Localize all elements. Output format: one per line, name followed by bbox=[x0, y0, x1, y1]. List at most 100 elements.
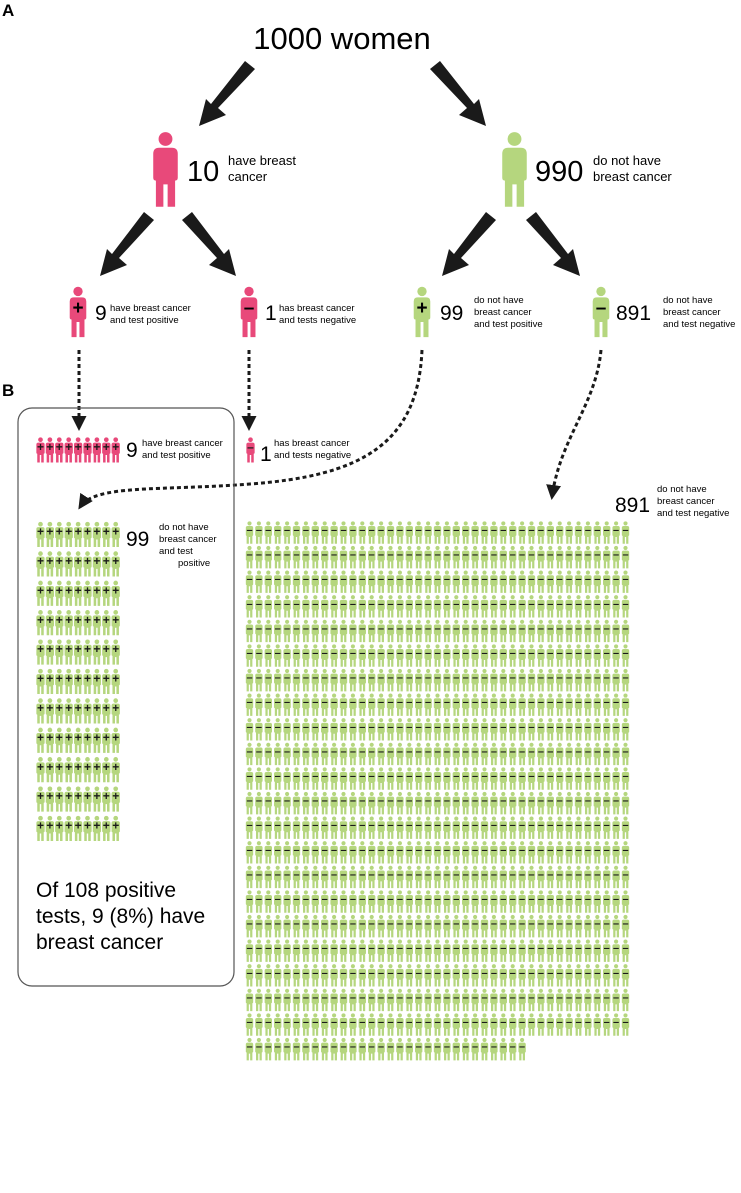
minus-sign: – bbox=[613, 721, 619, 733]
minus-sign: – bbox=[491, 820, 497, 832]
plus-sign: + bbox=[103, 440, 110, 454]
minus-sign: – bbox=[284, 918, 290, 930]
minus-sign: – bbox=[444, 647, 450, 659]
dotted-arrow-no-cancer-positive bbox=[78, 349, 424, 510]
minus-sign: – bbox=[322, 770, 328, 782]
minus-sign: – bbox=[284, 549, 290, 561]
plus-sign: + bbox=[93, 440, 100, 454]
minus-sign: – bbox=[425, 967, 431, 979]
minus-sign: – bbox=[519, 524, 525, 536]
minus-sign: – bbox=[547, 1016, 553, 1028]
minus-sign: – bbox=[275, 672, 281, 684]
minus-sign: – bbox=[246, 598, 252, 610]
minus-sign: – bbox=[510, 524, 516, 536]
plus-sign: + bbox=[103, 701, 110, 715]
minus-sign: – bbox=[397, 992, 403, 1004]
minus-sign: – bbox=[444, 598, 450, 610]
minus-sign: – bbox=[481, 869, 487, 881]
minus-sign: – bbox=[340, 795, 346, 807]
minus-sign: – bbox=[369, 746, 375, 758]
minus-sign: – bbox=[434, 746, 440, 758]
minus-sign: – bbox=[491, 524, 497, 536]
minus-sign: – bbox=[406, 598, 412, 610]
minus-sign: – bbox=[378, 943, 384, 955]
plus-sign: + bbox=[112, 440, 119, 454]
minus-sign: – bbox=[463, 721, 469, 733]
plus-sign: + bbox=[56, 672, 63, 686]
minus-sign: – bbox=[613, 746, 619, 758]
minus-sign: – bbox=[622, 746, 628, 758]
minus-sign: – bbox=[547, 598, 553, 610]
minus-sign: – bbox=[275, 697, 281, 709]
minus-sign: – bbox=[510, 721, 516, 733]
minus-sign: – bbox=[453, 721, 459, 733]
minus-sign: – bbox=[510, 623, 516, 635]
plus-sign: + bbox=[75, 440, 82, 454]
minus-sign: – bbox=[275, 549, 281, 561]
minus-sign: – bbox=[275, 574, 281, 586]
minus-sign: – bbox=[557, 574, 563, 586]
minus-sign: – bbox=[434, 598, 440, 610]
plus-sign: + bbox=[75, 554, 82, 568]
minus-sign: – bbox=[453, 992, 459, 1004]
minus-sign: – bbox=[613, 647, 619, 659]
plus-sign: + bbox=[103, 525, 110, 539]
plus-sign: + bbox=[65, 701, 72, 715]
minus-sign: – bbox=[340, 943, 346, 955]
minus-sign: – bbox=[256, 524, 262, 536]
minus-sign: – bbox=[303, 549, 309, 561]
minus-sign: – bbox=[350, 893, 356, 905]
minus-sign: – bbox=[416, 918, 422, 930]
plus-sign: + bbox=[37, 554, 44, 568]
minus-sign: – bbox=[275, 820, 281, 832]
minus-sign: – bbox=[510, 647, 516, 659]
minus-sign: – bbox=[547, 869, 553, 881]
minus-sign: – bbox=[425, 1041, 431, 1053]
plus-sign: + bbox=[46, 672, 53, 686]
minus-sign: – bbox=[547, 574, 553, 586]
minus-sign: – bbox=[557, 623, 563, 635]
minus-sign: – bbox=[585, 549, 591, 561]
minus-sign: – bbox=[528, 598, 534, 610]
minus-sign: – bbox=[406, 893, 412, 905]
minus-sign: – bbox=[425, 697, 431, 709]
minus-sign: – bbox=[613, 598, 619, 610]
minus-sign: – bbox=[284, 795, 290, 807]
minus-sign: – bbox=[444, 574, 450, 586]
minus-sign: – bbox=[256, 967, 262, 979]
minus-sign: – bbox=[613, 967, 619, 979]
group-no-cancer-positive: + 99 do not have breast cancer and test … bbox=[413, 286, 543, 338]
minus-sign: – bbox=[246, 967, 252, 979]
plus-sign: + bbox=[112, 583, 119, 597]
minus-sign: – bbox=[510, 893, 516, 905]
minus-sign: – bbox=[416, 746, 422, 758]
minus-sign: – bbox=[322, 943, 328, 955]
minus-sign: – bbox=[453, 795, 459, 807]
minus-sign: – bbox=[453, 1041, 459, 1053]
minus-sign: – bbox=[369, 549, 375, 561]
minus-sign: – bbox=[256, 869, 262, 881]
minus-sign: – bbox=[547, 549, 553, 561]
minus-sign: – bbox=[575, 943, 581, 955]
plus-sign: + bbox=[46, 554, 53, 568]
minus-sign: – bbox=[275, 943, 281, 955]
minus-sign: – bbox=[265, 820, 271, 832]
minus-sign: – bbox=[453, 524, 459, 536]
group-cancer-negative: – 1 has breast cancer and tests negative bbox=[240, 286, 356, 338]
minus-sign: – bbox=[622, 721, 628, 733]
minus-sign: – bbox=[340, 574, 346, 586]
minus-sign: – bbox=[275, 770, 281, 782]
minus-sign: – bbox=[340, 770, 346, 782]
minus-sign: – bbox=[538, 574, 544, 586]
minus-sign: – bbox=[575, 549, 581, 561]
minus-sign: – bbox=[340, 623, 346, 635]
minus-sign: – bbox=[547, 943, 553, 955]
minus-sign: – bbox=[604, 795, 610, 807]
minus-sign: – bbox=[293, 770, 299, 782]
minus-sign: – bbox=[538, 721, 544, 733]
minus-sign: – bbox=[472, 844, 478, 856]
minus-sign: – bbox=[510, 770, 516, 782]
minus-sign: – bbox=[303, 697, 309, 709]
minus-sign: – bbox=[406, 746, 412, 758]
minus-sign: – bbox=[312, 549, 318, 561]
